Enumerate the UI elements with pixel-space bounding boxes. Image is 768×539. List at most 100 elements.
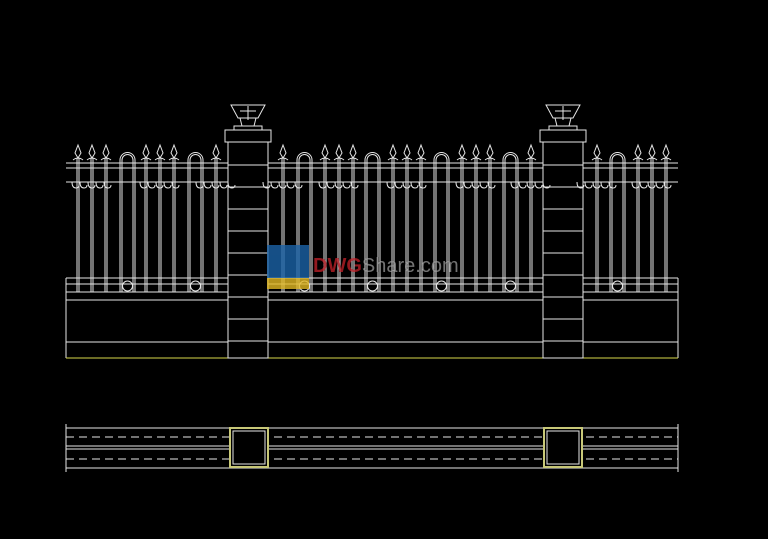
ring-ornament	[612, 280, 623, 292]
scroll-ornament	[608, 181, 617, 189]
lamp-icon	[545, 104, 581, 119]
spearhead-icon	[389, 143, 397, 159]
spearhead-icon	[472, 143, 480, 159]
spear-collar	[168, 157, 180, 161]
ring-ornament	[436, 280, 447, 292]
spear-collar	[525, 157, 537, 161]
scroll-ornament	[262, 181, 271, 189]
scroll-ornament	[631, 181, 640, 189]
fence-plan-view	[65, 424, 679, 472]
scroll-ornament	[195, 181, 204, 189]
scroll-ornament	[386, 181, 395, 189]
scroll-ornament	[526, 181, 535, 189]
scroll-ornament	[487, 181, 496, 189]
loop-picket	[364, 152, 381, 292]
fence-elevation-view	[65, 104, 679, 359]
loop-picket-inner	[366, 154, 379, 292]
loop-picket	[609, 152, 626, 292]
scroll-ornament	[103, 181, 112, 189]
scroll-ornament	[163, 181, 172, 189]
scroll-ornament	[71, 181, 80, 189]
spearhead-icon	[88, 143, 96, 159]
spearhead-icon	[156, 143, 164, 159]
spear-collar	[319, 157, 331, 161]
scroll-ornament	[286, 181, 295, 189]
scroll-ornament	[139, 181, 148, 189]
spearhead-icon	[170, 143, 178, 159]
scroll-ornament	[471, 181, 480, 189]
lamp-base	[548, 125, 578, 131]
spearhead-icon	[403, 143, 411, 159]
loop-picket-inner	[504, 154, 517, 292]
spear-collar	[100, 157, 112, 161]
spearhead-icon	[593, 143, 601, 159]
watermark: DWGShare.com	[267, 245, 459, 289]
spear-collar	[470, 157, 482, 161]
scroll-ornament	[342, 181, 351, 189]
spear-collar	[72, 157, 84, 161]
scroll-ornament	[510, 181, 519, 189]
scroll-ornament	[326, 181, 335, 189]
spear-collar	[646, 157, 658, 161]
lamp-icon	[230, 104, 266, 119]
scroll-ornament	[479, 181, 488, 189]
scroll-ornament	[463, 181, 472, 189]
scroll-ornament	[350, 181, 359, 189]
scroll-ornament	[147, 181, 156, 189]
scroll-ornament	[203, 181, 212, 189]
scroll-ornament	[318, 181, 327, 189]
spearhead-icon	[142, 143, 150, 159]
spear-collar	[591, 157, 603, 161]
scroll-ornament	[334, 181, 343, 189]
scroll-ornament	[663, 181, 672, 189]
spear-collar	[632, 157, 644, 161]
spearhead-icon	[634, 143, 642, 159]
spear-collar	[484, 157, 496, 161]
pillar-plan-inner	[232, 430, 266, 465]
loop-picket	[119, 152, 136, 292]
pillar	[542, 141, 584, 359]
scroll-ornament	[655, 181, 664, 189]
scroll-ornament	[219, 181, 228, 189]
spearhead-icon	[648, 143, 656, 159]
spearhead-icon	[458, 143, 466, 159]
spearhead-icon	[102, 143, 110, 159]
loop-picket-inner	[189, 154, 202, 292]
spear-collar	[210, 157, 222, 161]
scroll-ornament	[576, 181, 585, 189]
loop-picket-inner	[298, 154, 311, 292]
scroll-ornament	[394, 181, 403, 189]
scroll-ornament	[584, 181, 593, 189]
loop-picket	[296, 152, 313, 292]
spear-collar	[333, 157, 345, 161]
scroll-ornament	[171, 181, 180, 189]
watermark-logo	[267, 245, 309, 289]
loop-picket	[187, 152, 204, 292]
spear-collar	[415, 157, 427, 161]
spear-collar	[140, 157, 152, 161]
scroll-ornament	[270, 181, 279, 189]
lamp-base	[233, 125, 263, 131]
watermark-text: DWGShare.com	[313, 254, 459, 277]
ring-ornament	[190, 280, 201, 292]
ring-ornament	[505, 280, 516, 292]
spearhead-icon	[321, 143, 329, 159]
spearhead-icon	[486, 143, 494, 159]
scroll-ornament	[639, 181, 648, 189]
spear-collar	[154, 157, 166, 161]
spearhead-icon	[279, 143, 287, 159]
scroll-ornament	[455, 181, 464, 189]
scroll-ornament	[534, 181, 543, 189]
pillar-plan-inner	[546, 430, 580, 465]
scroll-ornament	[155, 181, 164, 189]
spear-collar	[86, 157, 98, 161]
loop-picket	[502, 152, 519, 292]
scroll-ornament	[211, 181, 220, 189]
scroll-ornament	[592, 181, 601, 189]
scroll-ornament	[418, 181, 427, 189]
spear-collar	[347, 157, 359, 161]
loop-picket-inner	[435, 154, 448, 292]
ring-ornament	[367, 280, 378, 292]
scroll-ornament	[647, 181, 656, 189]
